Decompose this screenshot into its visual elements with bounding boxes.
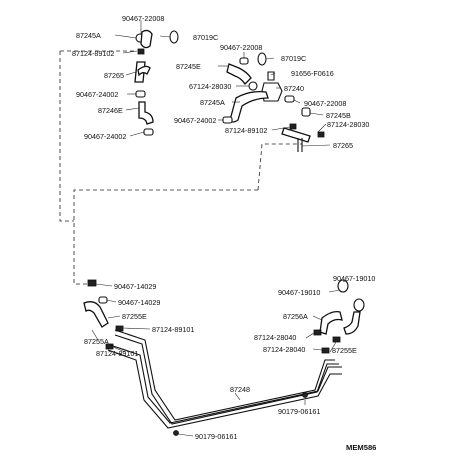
- clamp-part: [222, 116, 233, 124]
- part-label: 90467-19010: [333, 274, 375, 283]
- part-label: 87246E: [98, 106, 123, 115]
- part-labels: 90467-22008 87245A 87019C 87124-89102 87…: [72, 14, 376, 452]
- part-label: 90179-06161: [195, 432, 237, 441]
- part-label: 87240: [284, 84, 304, 93]
- dashed-routing-lines: [59, 50, 302, 285]
- part-label: 90467-22008: [122, 14, 164, 23]
- clamp-part: [332, 336, 341, 343]
- clamp-part: [239, 57, 249, 65]
- part-label: 87255A: [84, 337, 109, 346]
- part-label: 87124-89102: [225, 126, 267, 135]
- part-label: 90467-24002: [76, 90, 118, 99]
- part-label: 87124-28030: [327, 120, 369, 129]
- part-label: 90467-24002: [84, 132, 126, 141]
- part-label: 87124-89102: [72, 49, 114, 58]
- clamp-part: [98, 296, 108, 304]
- part-label: 87256A: [283, 312, 308, 321]
- part-label: 87245A: [200, 98, 225, 107]
- hose-87246E: [138, 101, 154, 125]
- plug-part: [317, 131, 325, 138]
- hose-87255E: [343, 311, 361, 335]
- right-connection: [313, 279, 365, 354]
- part-label: 87255E: [332, 346, 357, 355]
- part-label: 87124-28040: [254, 333, 296, 342]
- part-label: 87124-89101: [96, 349, 138, 358]
- hose-87256A: [319, 310, 343, 335]
- part-label: 87245B: [326, 111, 351, 120]
- bolt-part: [173, 430, 179, 436]
- part-label: 87124-89101: [152, 325, 194, 334]
- clamp-part: [284, 95, 295, 103]
- part-label: 87248: [230, 385, 250, 394]
- figure-code: MEM586: [346, 443, 376, 452]
- part-label: 87265: [333, 141, 353, 150]
- part-label: 91656-F0616: [291, 69, 334, 78]
- grommet-part: [353, 298, 365, 312]
- part-label: 87124-28040: [263, 345, 305, 354]
- hose-87245A: [229, 90, 269, 123]
- part-label: 90467-14029: [118, 298, 160, 307]
- grommet-part: [337, 279, 349, 293]
- pipe-bundle-87248: [107, 329, 342, 436]
- part-label: 90467-22008: [220, 43, 262, 52]
- upper-left-hoses: [134, 29, 179, 136]
- plug-part: [137, 48, 145, 55]
- clamp-part: [143, 128, 154, 136]
- hose-87245E: [226, 63, 252, 86]
- bolt-part: [302, 392, 308, 398]
- clamp-part: [135, 90, 146, 98]
- upper-right-hoses: [222, 52, 325, 152]
- part-label: 90467-14029: [114, 282, 156, 291]
- part-label: 87245A: [76, 31, 101, 40]
- hose-87245B: [281, 127, 311, 143]
- bolt-part: [267, 71, 275, 81]
- elbow-part: [140, 29, 153, 49]
- part-label: 87019C: [193, 33, 218, 42]
- left-connection: [83, 279, 124, 350]
- part-label: 87265: [104, 71, 124, 80]
- part-label: 90467-19010: [278, 288, 320, 297]
- hose-branch: [137, 65, 151, 77]
- grommet-part: [257, 52, 267, 66]
- clamp-part: [248, 81, 258, 91]
- grommet-part: [169, 30, 179, 44]
- clamp-part: [301, 107, 311, 117]
- part-label: 90467-24002: [174, 116, 216, 125]
- clamp-part: [313, 329, 322, 336]
- part-label: 87245E: [176, 62, 201, 71]
- clamp-part: [321, 347, 330, 354]
- plug-part: [289, 123, 297, 130]
- clamp-part: [87, 279, 97, 287]
- part-label: 87255E: [122, 312, 147, 321]
- part-label: 87019C: [281, 54, 306, 63]
- part-label: 90467-22008: [304, 99, 346, 108]
- leader-lines: [91, 20, 346, 437]
- part-label: 90179-06161: [278, 407, 320, 416]
- hose-87255A: [83, 301, 109, 328]
- part-label: 67124-28030: [189, 82, 231, 91]
